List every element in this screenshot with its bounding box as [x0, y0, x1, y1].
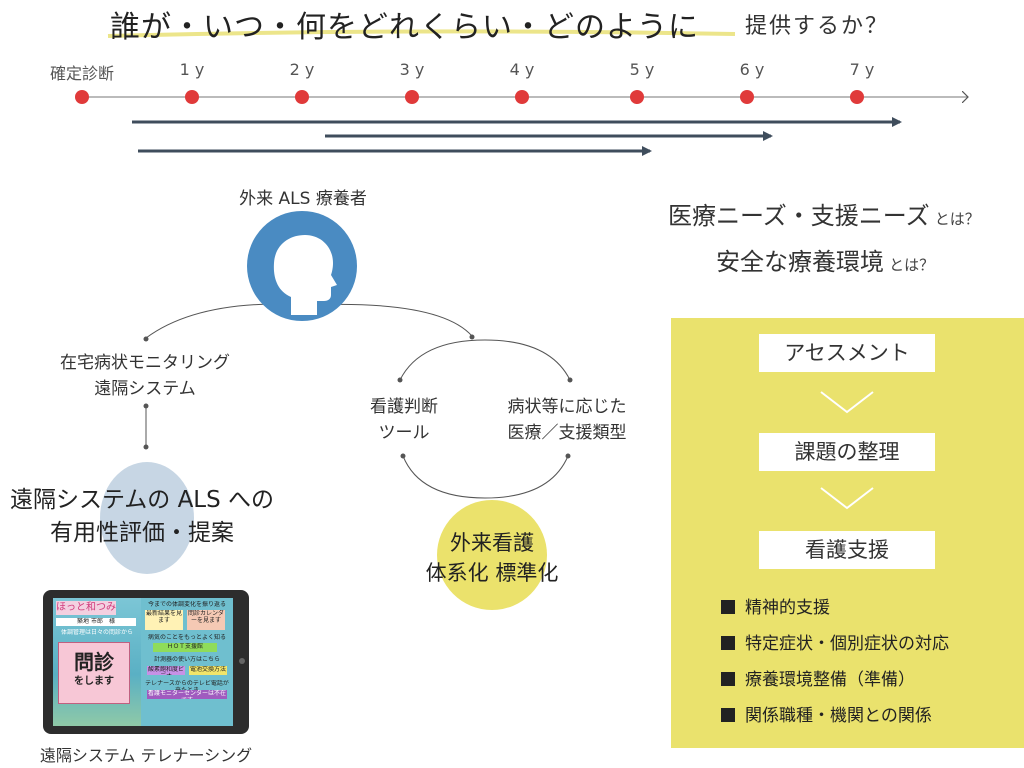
- tablet-latest-button[interactable]: 最新結果を見ます: [145, 610, 183, 630]
- tablet-device: ほっと和つみ 築地 市郎 様 体調管理は日々の問診から 問診 をします 今までの…: [43, 590, 249, 734]
- care-type-label: 病状等に応じた 医療／支援類型: [507, 397, 627, 443]
- tablet-section-history: 今までの体調変化を振り返る: [147, 601, 226, 608]
- title-main: 誰が・いつ・何をどれくらい・どのように: [110, 10, 699, 45]
- question-needs: 医療ニーズ・支援ニーズ とは？: [668, 196, 980, 231]
- question-needs-suffix: とは？: [934, 210, 980, 228]
- timeline-dot: [405, 90, 419, 104]
- patient-label: 外来 ALS 療養者: [239, 189, 367, 209]
- outpatient-label: 外来看護 体系化 標準化: [425, 531, 559, 585]
- timeline-dot: [740, 90, 754, 104]
- title-sub: 提供するか？: [745, 14, 890, 39]
- tablet-logo: ほっと和つみ: [56, 601, 116, 615]
- chevron-down-icon: [820, 487, 874, 510]
- list-item: 精神的支援: [721, 593, 830, 618]
- tablet-monitor-button[interactable]: 看護モニターセンターは不在です: [147, 690, 227, 699]
- timeline-dot: [630, 90, 644, 104]
- tablet-interview-button[interactable]: 問診 をします: [58, 642, 130, 704]
- square-bullet-icon: [721, 600, 735, 614]
- list-item: 療養環境整備（準備）: [721, 665, 915, 690]
- square-bullet-icon: [721, 672, 735, 686]
- timeline-dot: [75, 90, 89, 104]
- list-item: 関係職種・機関との関係: [721, 701, 932, 726]
- outpatient-circle: [437, 500, 547, 610]
- timeline-label: 確定診断: [49, 64, 115, 83]
- timeline-dot: [850, 90, 864, 104]
- tablet-section-devices: 計測器の使い方はこちら: [153, 656, 220, 663]
- timeline-label: 5 y: [629, 60, 655, 79]
- step-assessment: アセスメント: [759, 334, 935, 372]
- tablet-caption: 遠隔システム テレナーシング: [39, 746, 253, 765]
- tablet-battery-button[interactable]: 電池交換方法: [189, 666, 227, 675]
- timeline-label: 7 y: [849, 60, 875, 79]
- tablet-section-disease: 病気のことをもっとよく知る: [147, 634, 226, 641]
- square-bullet-icon: [721, 636, 735, 650]
- timeline-dot: [185, 90, 199, 104]
- timeline-dots: [75, 90, 864, 104]
- head-silhouette-icon: [247, 211, 357, 321]
- tablet-oxygen-button[interactable]: 酸素飽和度ビデオ: [147, 666, 185, 675]
- tablet-user: 築地 市郎 様: [56, 618, 136, 626]
- tablet-calendar-button[interactable]: 問診カレンダーを見ます: [187, 610, 225, 630]
- tablet-home-button: [239, 658, 245, 664]
- question-needs-main: 医療ニーズ・支援ニーズ: [668, 202, 930, 230]
- step-support: 看護支援: [759, 531, 935, 569]
- eval-label: 遠隔システムの ALS への 有用性評価・提案: [9, 487, 275, 546]
- timeline-label: 4 y: [509, 60, 535, 79]
- step-organize: 課題の整理: [759, 433, 935, 471]
- timeline-dot: [295, 90, 309, 104]
- question-environment-suffix: とは？: [889, 256, 935, 274]
- question-environment: 安全な療養環境 とは？: [716, 242, 934, 277]
- tablet-left-note: 体調管理は日々の問診から: [60, 629, 133, 636]
- nursing-tool-label: 看護判断 ツール: [370, 397, 438, 443]
- tablet-screen: ほっと和つみ 築地 市郎 様 体調管理は日々の問診から 問診 をします 今までの…: [53, 598, 233, 726]
- eval-circle: [100, 462, 194, 574]
- title: 誰が・いつ・何をどれくらい・どのように 提供するか？: [0, 0, 1024, 48]
- timeline-label: 3 y: [399, 60, 425, 79]
- list-item: 特定症状・個別症状の対応: [721, 629, 949, 654]
- monitoring-label: 在宅病状モニタリング 遠隔システム: [60, 353, 230, 399]
- cycle-arc-top: [399, 339, 571, 381]
- chevron-down-icon: [820, 391, 874, 414]
- timeline-label: 1 y: [179, 60, 205, 79]
- timeline-label: 6 y: [739, 60, 765, 79]
- timeline-dot: [515, 90, 529, 104]
- timeline-label: 2 y: [289, 60, 315, 79]
- tablet-hot-button[interactable]: ＨＯＴ支援館: [153, 643, 217, 652]
- process-panel: アセスメント 課題の整理 看護支援 精神的支援 特定症状・個別症状の対応 療養環…: [671, 318, 1024, 748]
- cycle-arc-bottom: [402, 455, 569, 499]
- question-environment-main: 安全な療養環境: [716, 248, 884, 276]
- square-bullet-icon: [721, 708, 735, 722]
- title-underline: [107, 29, 736, 38]
